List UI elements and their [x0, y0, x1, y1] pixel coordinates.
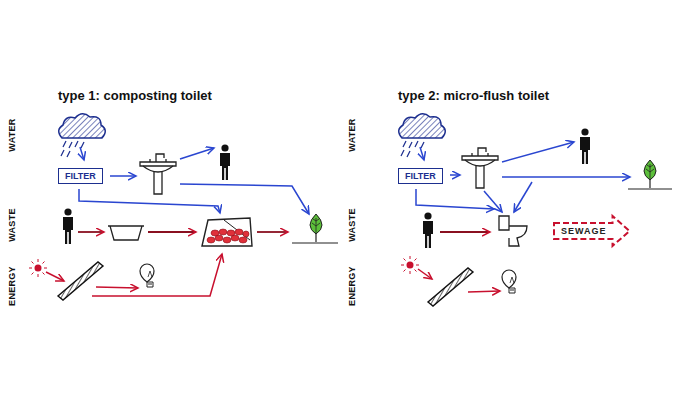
compost-bin [227, 230, 235, 236]
sun-icon [29, 259, 47, 277]
waste-arrows [440, 231, 490, 233]
compost-bin [239, 237, 247, 243]
compost-bin [202, 218, 252, 246]
water-arrows [416, 189, 494, 209]
water-arrows [502, 176, 630, 178]
arrow-outline [554, 216, 630, 246]
sink-icon [462, 148, 498, 188]
node-text: SEWAGE [561, 226, 607, 236]
person-icon [220, 144, 230, 180]
waste-arrows [440, 231, 490, 233]
compost-bin [211, 230, 219, 236]
bulb-icon [140, 264, 154, 287]
water-arrows [450, 174, 460, 176]
compost-bin [219, 229, 227, 235]
energy-arrows [92, 254, 222, 296]
bulb-icon [502, 270, 516, 293]
bulb-icon [140, 264, 154, 287]
water-arrows [180, 184, 309, 214]
water-arrows [484, 191, 502, 212]
row-label: WATER [347, 118, 357, 151]
energy-arrows [96, 287, 138, 288]
row-label: WASTE [347, 208, 357, 242]
water-arrows [110, 175, 136, 177]
filter-box: FILTER [398, 168, 443, 184]
rain-cloud [59, 114, 106, 157]
person-icon [63, 208, 73, 244]
toilet-icon [499, 216, 527, 246]
plant-icon [310, 214, 322, 242]
person-icon [220, 144, 230, 180]
solar-panel [58, 262, 103, 300]
plant-icon [628, 160, 672, 189]
sink-icon [140, 154, 176, 194]
panel-title: type 1: composting toilet [58, 88, 212, 103]
compost-bin [207, 237, 215, 243]
compost-bin [235, 229, 243, 235]
rain-cloud [59, 114, 106, 157]
panel-title: type 2: micro-flush toilet [398, 88, 549, 103]
waste-arrows [78, 231, 288, 233]
water-arrows [79, 189, 220, 213]
rain-cloud [399, 114, 446, 157]
water-arrows [180, 148, 214, 159]
sun-icon [401, 256, 419, 274]
water-arrows [514, 182, 532, 212]
rain-cloud [399, 114, 446, 157]
person-icon [423, 212, 433, 248]
compost-bin [207, 229, 249, 243]
water-arrows [80, 147, 84, 160]
plant-icon [644, 160, 656, 188]
row-label: ENERGY [7, 266, 17, 306]
sink-icon [140, 154, 176, 194]
waste-arrows [148, 231, 196, 233]
solar-panel [428, 268, 473, 306]
water-arrows [420, 147, 424, 160]
plant-icon [292, 214, 338, 243]
waste-arrows [257, 231, 288, 233]
compost-bin [223, 237, 231, 243]
sink-icon [462, 148, 498, 188]
bucket-icon [108, 226, 144, 240]
bucket-icon [108, 226, 144, 240]
sun-icon [29, 259, 47, 277]
solar-panel [58, 262, 103, 300]
energy-arrows [46, 272, 64, 281]
solar-panel [428, 268, 473, 306]
plant-icon [628, 188, 672, 189]
energy-arrows [46, 254, 222, 296]
waste-arrows [78, 231, 104, 233]
water-arrows [502, 142, 574, 162]
water-arrows [416, 142, 630, 212]
water-arrows [79, 147, 309, 214]
plant-icon [292, 242, 338, 243]
sewage-arrow: SEWAGE [553, 222, 631, 240]
person-icon [580, 128, 590, 164]
energy-arrows [468, 291, 500, 292]
compost-bin [202, 218, 252, 246]
bulb-icon [502, 270, 516, 293]
row-label: WASTE [7, 208, 17, 242]
energy-arrows [418, 269, 500, 292]
person-icon [63, 208, 73, 244]
filter-box: FILTER [58, 168, 103, 184]
person-icon [423, 212, 433, 248]
toilet-icon [509, 226, 527, 246]
toilet-icon [499, 216, 509, 230]
node-text: FILTER [405, 171, 436, 181]
node-text: FILTER [65, 171, 96, 181]
person-icon [580, 128, 590, 164]
sun-icon [401, 256, 419, 274]
row-label: WATER [7, 118, 17, 151]
compost-bin [243, 231, 249, 237]
energy-arrows [418, 269, 432, 279]
row-label: ENERGY [347, 266, 357, 306]
